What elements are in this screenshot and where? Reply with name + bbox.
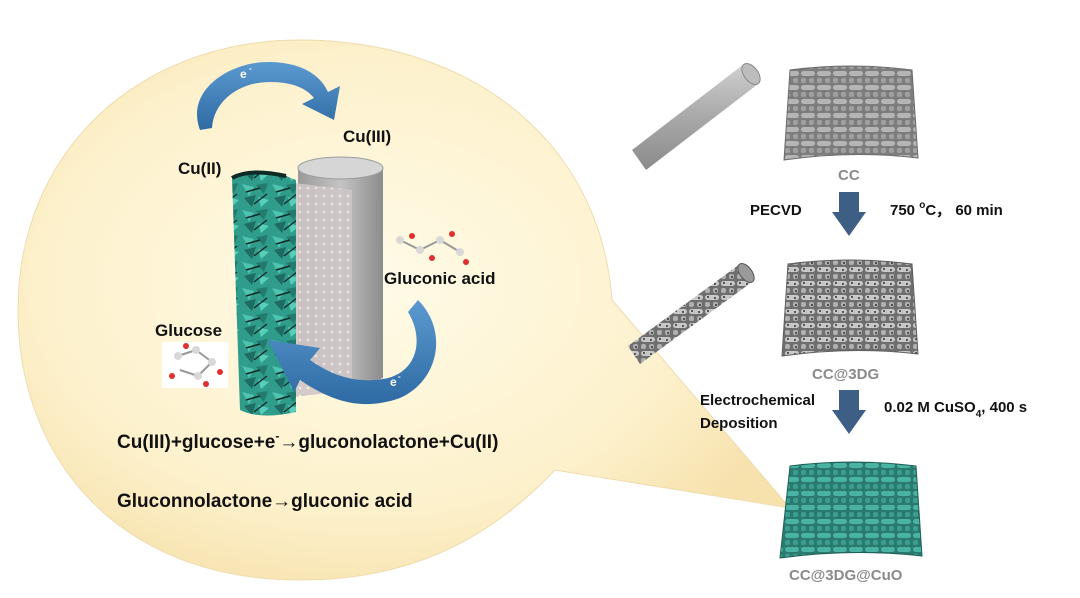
svg-text:Cu(III)+glucose+e-→gluconolact: Cu(III)+glucose+e-→gluconolactone+Cu(II) [117,429,498,453]
pecvd-conditions: 750 oC， 60 min [890,200,1003,219]
speech-bubble [17,39,792,581]
cuo-nanoflake-layer [231,170,296,416]
gluconic-acid-molecule [396,231,469,265]
glucose-molecule [162,342,228,388]
cc-label: CC [838,167,860,184]
cc3dg-cuo-label: CC@3DG@CuO [789,567,903,584]
graphene-coated-rod [628,263,755,364]
electrode-cylinder [270,156,384,400]
deposition-conditions: 0.02 M CuSO4, 400 s [884,399,1027,420]
electron-arrow-bottom: e - [268,300,437,405]
cuso4-conc: 0.02 M CuSO [884,399,976,416]
pecvd-label: PECVD [750,202,802,219]
reaction-equation-1: Cu(III)+glucose+e-→gluconolactone+Cu(II) [117,429,498,453]
glucose-label: Glucose [155,321,222,340]
electron-label-top-sup: - [249,64,252,73]
electron-label-bottom: e [390,375,397,389]
carbon-fiber-rod [632,63,761,170]
carbon-cloth-cc [783,65,919,161]
step-arrow-1 [832,192,866,236]
step-arrow-2 [832,390,866,434]
gluconic-acid-label: Gluconic acid [384,269,495,288]
reaction1-part-b: →gluconolactone+Cu(II) [279,432,498,453]
reaction1-part-a: Cu(III)+glucose+e [117,432,275,453]
electron-label-top: e [240,67,247,81]
cu2-label: Cu(II) [178,159,221,178]
electron-label-bottom-sup: - [398,372,401,381]
electrochemical-label-line1: Electrochemical [700,392,815,409]
carbon-cloth-3dg [781,259,919,357]
temp-unit-time: C， 60 min [925,202,1003,219]
carbon-cloth-cuo [779,461,923,559]
cc3dg-label: CC@3DG [812,366,879,383]
reaction1-superscript: - [275,429,279,443]
electron-arrow-top: e - [197,62,340,130]
degree-superscript: o [919,200,925,211]
cu3-label: Cu(III) [343,127,391,146]
electrochemical-label-line2: Deposition [700,415,778,432]
cuso4-subscript: 4 [976,409,982,420]
deposition-time: , 400 s [981,399,1027,416]
temp-value: 750 [890,202,919,219]
reaction-equation-2: Gluconnolactone→gluconic acid [117,491,413,512]
